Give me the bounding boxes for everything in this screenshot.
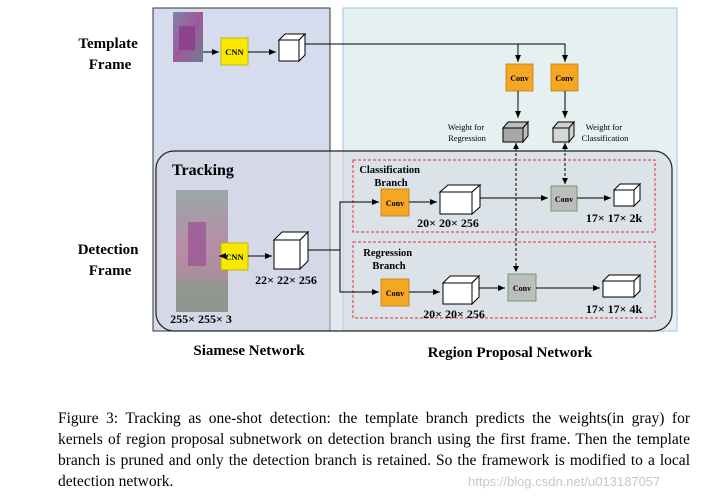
detection-feature-cube (272, 230, 310, 271)
classification-feature-dim: 20× 20× 256 (417, 216, 479, 230)
regression-feature-dim: 20× 20× 256 (423, 307, 485, 321)
classification-correlation-conv (550, 185, 578, 212)
classification-weight-cube (551, 120, 576, 144)
input-dim: 255× 255× 3 (170, 312, 232, 326)
conv-label: Conv (510, 74, 528, 83)
classification-output-cube (612, 182, 642, 208)
conv-label: Conv (555, 74, 573, 83)
detection-cnn-label: CNN (225, 252, 244, 262)
siamese-network-label: Siamese Network (193, 343, 305, 359)
template-cnn-label: CNN (225, 47, 244, 57)
figure-caption: Figure 3: Tracking as one-shot detection… (58, 410, 690, 490)
weight-regression-label: Weight for Regression (448, 122, 487, 143)
regression-correlation-conv (507, 273, 537, 302)
classification-branch-label: Classification Branch (359, 165, 422, 189)
conv-label: Conv (386, 289, 404, 298)
conv-label: Conv (513, 284, 531, 293)
regression-output-cube (601, 273, 642, 299)
tracking-label: Tracking (172, 162, 234, 179)
classification-feature-cube (438, 183, 482, 216)
weight-classification-label: Weight for Classification (582, 122, 629, 143)
template-cnn-block (220, 37, 249, 66)
regression-weight-cube (501, 120, 530, 144)
conv-regression-weight-block (505, 63, 534, 92)
conv-label: Conv (555, 195, 573, 204)
conv-classification-weight-block (550, 63, 579, 92)
rpn-label: Region Proposal Network (428, 345, 593, 361)
detection-frame-label: Detection Frame (78, 242, 143, 279)
template-feature-cube (277, 32, 307, 63)
regression-branch-box (352, 241, 656, 319)
classification-branch-box (352, 159, 656, 233)
watermark: https://blog.csdn.net/u013187057 (468, 474, 661, 489)
classification-conv-block (380, 188, 410, 217)
conv-label: Conv (386, 199, 404, 208)
regression-branch-label: Regression Branch (363, 248, 414, 272)
detection-feature-dim: 22× 22× 256 (255, 273, 317, 287)
template-frame-label: Template Frame (78, 36, 141, 73)
classification-output-dim: 17× 17× 2k (586, 211, 643, 225)
regression-output-dim: 17× 17× 4k (586, 302, 643, 316)
regression-feature-cube (441, 274, 481, 306)
